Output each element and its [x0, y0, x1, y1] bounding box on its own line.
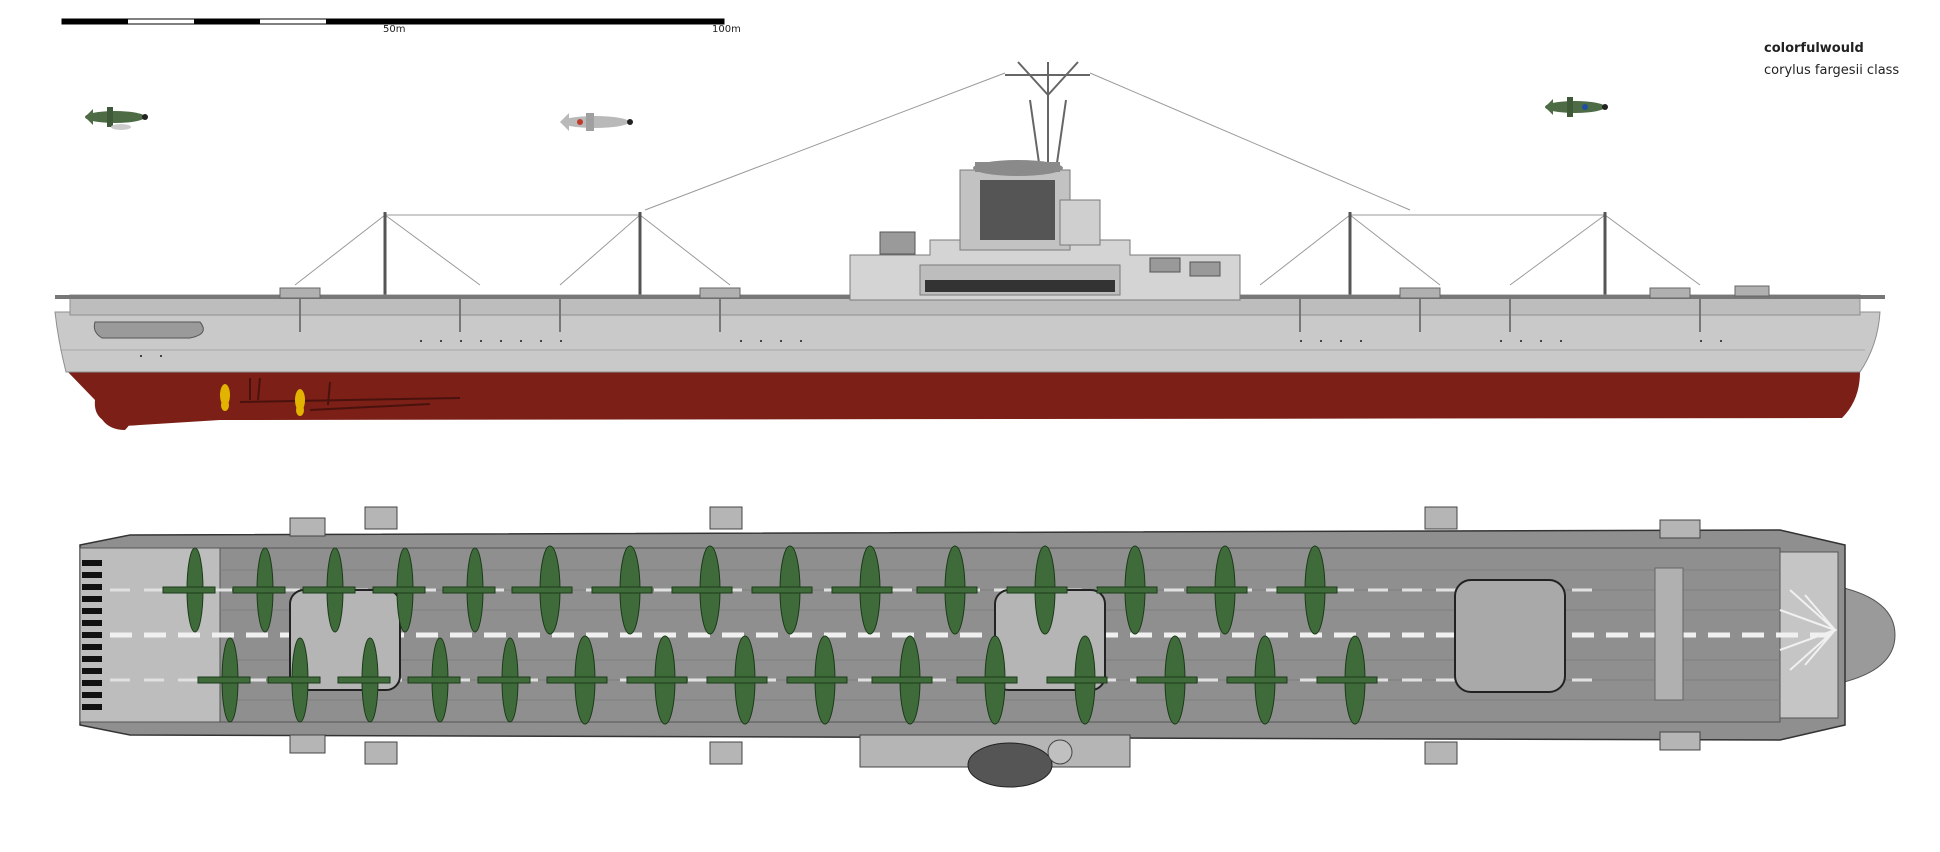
ship-propeller-icon: [220, 384, 305, 416]
author-credit: colorfulwould: [1764, 41, 1864, 56]
top-view: [79, 506, 1896, 788]
flying-aircraft-2: [560, 113, 633, 131]
flying-aircraft-1: [85, 107, 148, 130]
scale-label-50m: 50m: [383, 24, 406, 35]
deck-aircraft-upper-row: [162, 545, 1338, 635]
ship-class-label: corylus fargesii class: [1764, 63, 1900, 78]
deck-aircraft-lower-row: [197, 635, 1378, 725]
flying-aircraft-3: [1545, 97, 1608, 117]
scale-label-100m: 100m: [712, 24, 741, 35]
scale-bar: [61, 18, 725, 25]
side-profile: [54, 61, 1885, 430]
